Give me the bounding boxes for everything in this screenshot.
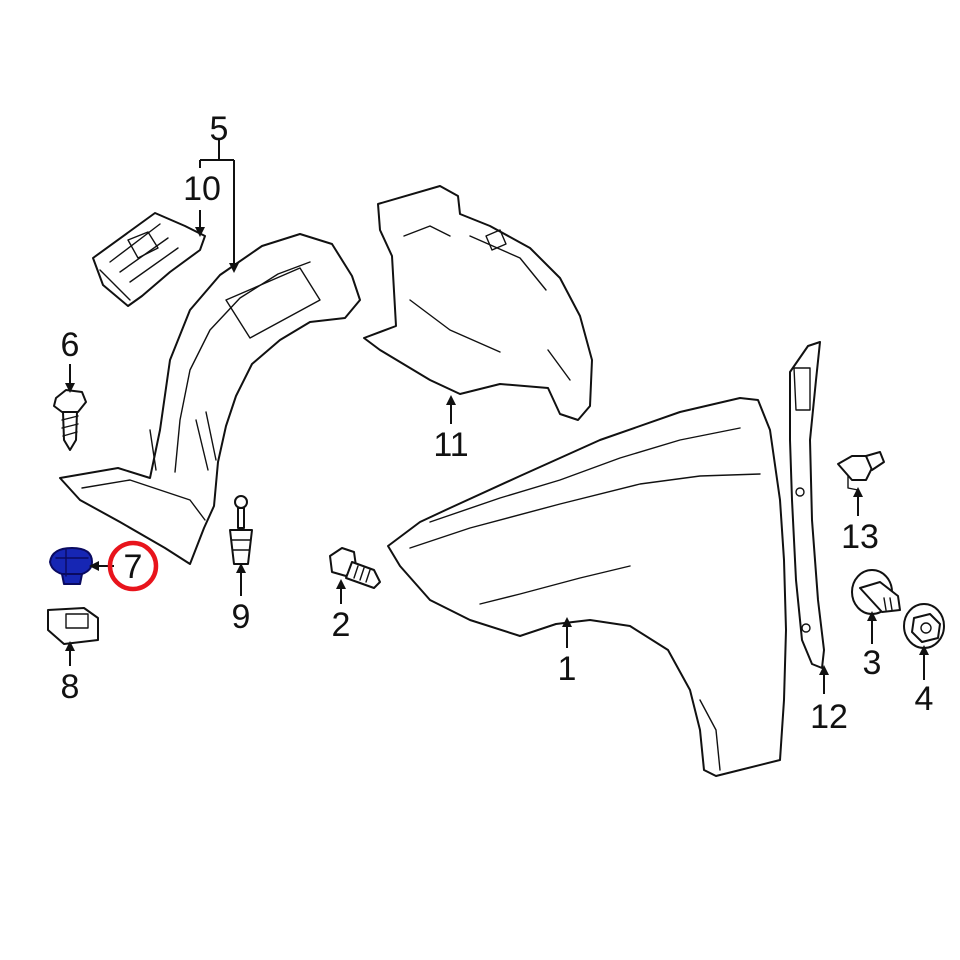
callout-7: 7 (124, 548, 143, 586)
front-fender (387, 397, 787, 777)
fender-mounting-strip (789, 341, 825, 669)
highlight-ring (107, 540, 159, 592)
callout-9: 9 (232, 598, 251, 636)
flange-bolt (851, 569, 901, 615)
callout-2: 2 (332, 606, 351, 644)
callout-13: 13 (841, 518, 879, 556)
push-clip-pin (61, 573, 83, 585)
fender-liner (59, 233, 361, 565)
callout-10: 10 (183, 170, 221, 208)
inner-fender-panel (363, 185, 593, 421)
callout-8: 8 (61, 668, 80, 706)
speed-nut (47, 607, 99, 645)
callout-4: 4 (915, 680, 934, 718)
callout-labels: 5 10 6 11 7 8 9 2 1 12 13 3 4 (61, 110, 934, 736)
callout-3: 3 (863, 644, 882, 682)
callout-1: 1 (558, 650, 577, 688)
callout-11: 11 (433, 426, 468, 464)
push-clip-body (49, 547, 93, 577)
callout-12: 12 (810, 698, 848, 736)
push-clip (49, 547, 93, 585)
splash-shield-bracket (92, 212, 206, 307)
push-in-rivet (229, 495, 253, 565)
flange-nut (903, 603, 945, 649)
hex-bolt (329, 547, 381, 589)
stud-bolt (837, 451, 885, 491)
leader-lines (65, 140, 929, 694)
tapping-screw (53, 389, 87, 451)
callout-5: 5 (210, 110, 229, 148)
callout-6: 6 (61, 326, 80, 364)
